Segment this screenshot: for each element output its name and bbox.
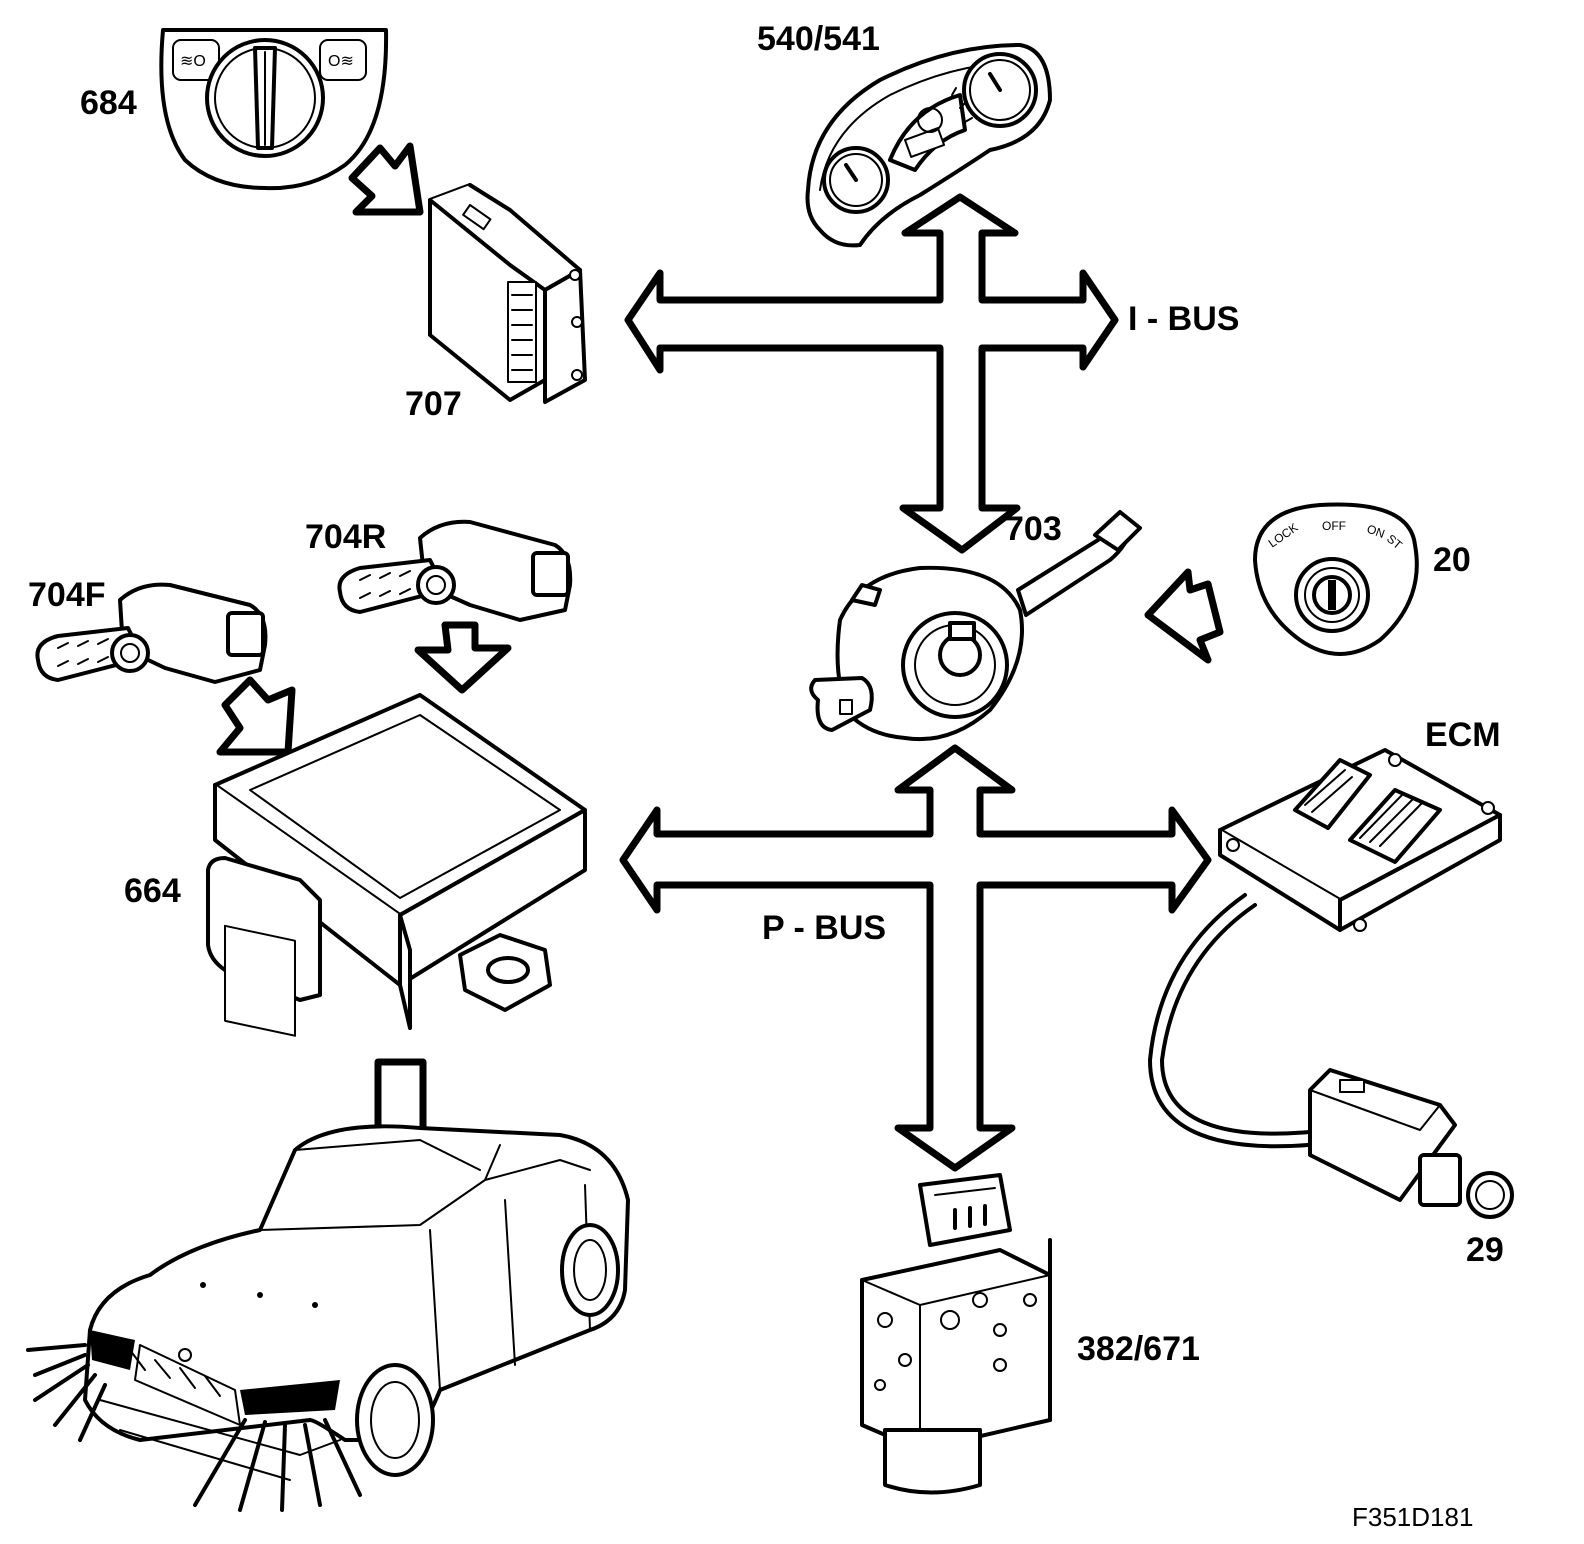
label-684: 684: [80, 84, 137, 122]
label-29: 29: [1466, 1231, 1504, 1269]
label-382-671: 382/671: [1077, 1330, 1200, 1368]
i-bus-arrows: [624, 193, 1119, 554]
light-control-module-icon: [428, 183, 587, 404]
arrow-704r-to-664: [414, 621, 512, 694]
label-707: 707: [405, 385, 462, 423]
abs-unit-icon: [860, 1173, 1052, 1495]
label-704r: 704R: [305, 518, 386, 556]
brake-switch-icon: [1148, 893, 1514, 1219]
control-module-664-icon: [206, 693, 587, 1037]
arrow-684-to-707: [348, 142, 424, 216]
label-ecm: ECM: [1425, 716, 1501, 754]
car-icon: [83, 1124, 630, 1481]
steering-column-module-icon: [809, 510, 1142, 742]
sensor-704r-icon: [337, 519, 573, 622]
p-bus-arrows: [619, 744, 1212, 1172]
light-switch-icon: ≋O O≋: [159, 28, 389, 191]
label-20: 20: [1433, 541, 1471, 579]
label-704f: 704F: [28, 576, 106, 614]
headlight-beams: [26, 1343, 362, 1512]
ecm-icon: [1218, 748, 1502, 932]
instrument-cluster-icon: [805, 43, 1052, 248]
arrow-704f-to-664: [216, 676, 296, 756]
sensor-704f-icon: [35, 582, 268, 684]
ignition-switch-icon: LOCK OFF ON ST: [1253, 502, 1419, 656]
svg-text:O≋: O≋: [328, 53, 354, 70]
ignition-off-label: OFF: [1322, 519, 1346, 533]
label-540-541: 540/541: [757, 20, 880, 58]
figure-code: F351D181: [1352, 1502, 1473, 1532]
label-664: 664: [124, 872, 181, 910]
label-703: 703: [1005, 510, 1062, 548]
svg-text:≋O: ≋O: [180, 53, 206, 70]
arrow-20-to-703: [1144, 568, 1224, 664]
ignition-on-label: ON: [1365, 522, 1387, 541]
label-i-bus: I - BUS: [1128, 300, 1239, 338]
label-p-bus: P - BUS: [762, 909, 886, 947]
